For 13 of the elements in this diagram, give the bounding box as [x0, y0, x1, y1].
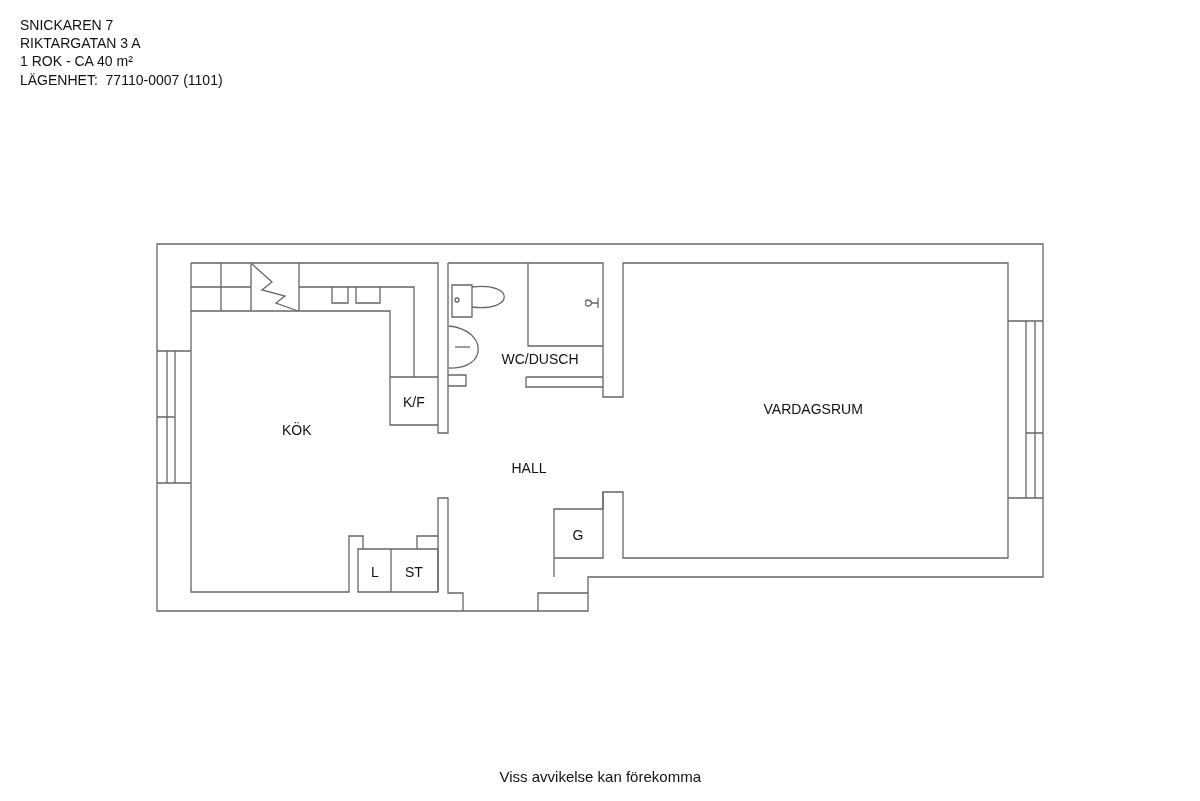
- room-label: HALL: [511, 461, 547, 475]
- address-text: SNICKAREN 7: [20, 18, 114, 32]
- address-text: RIKTARGATAN 3 A: [20, 36, 141, 50]
- room-label: K/F: [403, 395, 425, 409]
- room-label: VARDAGSRUM: [763, 402, 863, 416]
- room-label: KÖK: [282, 423, 312, 437]
- caption-text: Viss avvikelse kan förekomma: [499, 768, 701, 784]
- room-label: L: [371, 565, 379, 579]
- room-label: WC/DUSCH: [501, 352, 579, 366]
- address-text: LÄGENHET: 77110-0007 (1101): [20, 73, 223, 87]
- address-text: 1 ROK - CA 40 m²: [20, 54, 133, 68]
- room-label: ST: [405, 565, 423, 579]
- room-label: G: [572, 528, 584, 542]
